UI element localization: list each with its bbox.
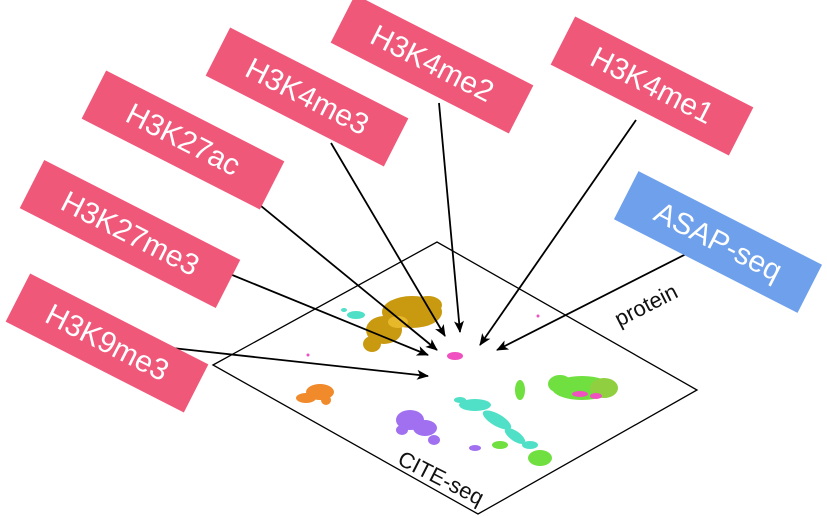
cluster-orange	[296, 384, 334, 405]
cluster-group	[296, 296, 618, 466]
cluster-purple	[396, 410, 481, 451]
tag-h3k4me2: H3K4me2	[330, 0, 534, 134]
arrow-h3k27ac	[249, 196, 438, 351]
arrow-h3k4me3	[330, 142, 446, 337]
arrow-h3k9me3	[171, 347, 429, 380]
arrow-h3k4me1	[479, 119, 637, 346]
cluster-cyan-bottom	[454, 397, 538, 449]
arrow-h3k4me2	[438, 102, 464, 333]
cluster-green-magenta-tip	[572, 391, 602, 399]
arrow-h3k27me3	[219, 269, 429, 356]
arrow-asap-protein	[496, 251, 691, 351]
tag-h3k4me1: H3K4me1	[550, 16, 754, 156]
cite-seq-label: CITE-seq	[394, 446, 488, 510]
embedding-plane	[211, 241, 699, 515]
cluster-magenta-center	[306, 314, 540, 360]
cluster-cyan-top	[341, 308, 365, 319]
tag-h3k9me3: H3K9me3	[5, 273, 209, 413]
arrow-group	[171, 102, 691, 380]
cluster-green	[492, 375, 618, 466]
